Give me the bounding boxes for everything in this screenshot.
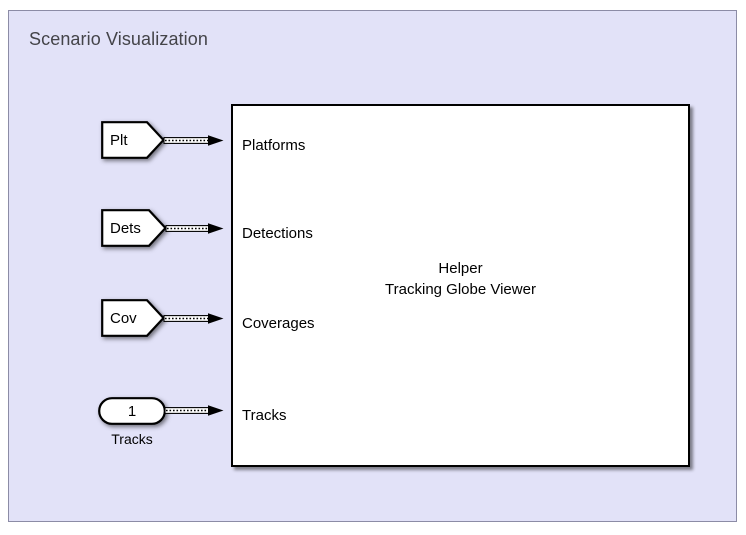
inport-label-detections: Detections [242, 225, 313, 242]
signal-dets-to-detections[interactable] [165, 223, 226, 234]
inport-label-coverages: Coverages [242, 315, 315, 332]
source-block-cov[interactable]: Cov [101, 299, 165, 337]
stadium-shape-icon [98, 397, 166, 425]
inport-label-tracks: Tracks [242, 407, 287, 424]
signal-plt-to-platforms[interactable] [163, 135, 226, 146]
source-block-tracks-name: Tracks [111, 431, 153, 447]
bus-signal-line-icon [165, 223, 224, 234]
signal-tracks-to-tracks[interactable] [164, 405, 226, 416]
pentagon-shape-icon [101, 299, 165, 337]
scenario-visualization-subsystem[interactable]: Scenario Visualization Plt Dets [8, 10, 737, 522]
bus-signal-line-icon [163, 135, 224, 146]
source-block-plt[interactable]: Plt [101, 121, 165, 159]
main-block-title: Helper Tracking Globe Viewer [385, 260, 536, 298]
helper-tracking-globe-viewer-block[interactable]: Platforms Detections Coverages Tracks He… [231, 104, 690, 467]
bus-signal-line-icon [164, 405, 224, 416]
signal-cov-to-coverages[interactable] [163, 313, 226, 324]
subsystem-title: Scenario Visualization [29, 29, 208, 49]
bus-signal-line-icon [163, 313, 224, 324]
source-block-dets[interactable]: Dets [101, 209, 167, 247]
inport-label-platforms: Platforms [242, 137, 306, 154]
pentagon-shape-icon [101, 121, 165, 159]
source-block-tracks-inport[interactable]: 1 [98, 397, 166, 425]
pentagon-shape-icon [101, 209, 167, 247]
